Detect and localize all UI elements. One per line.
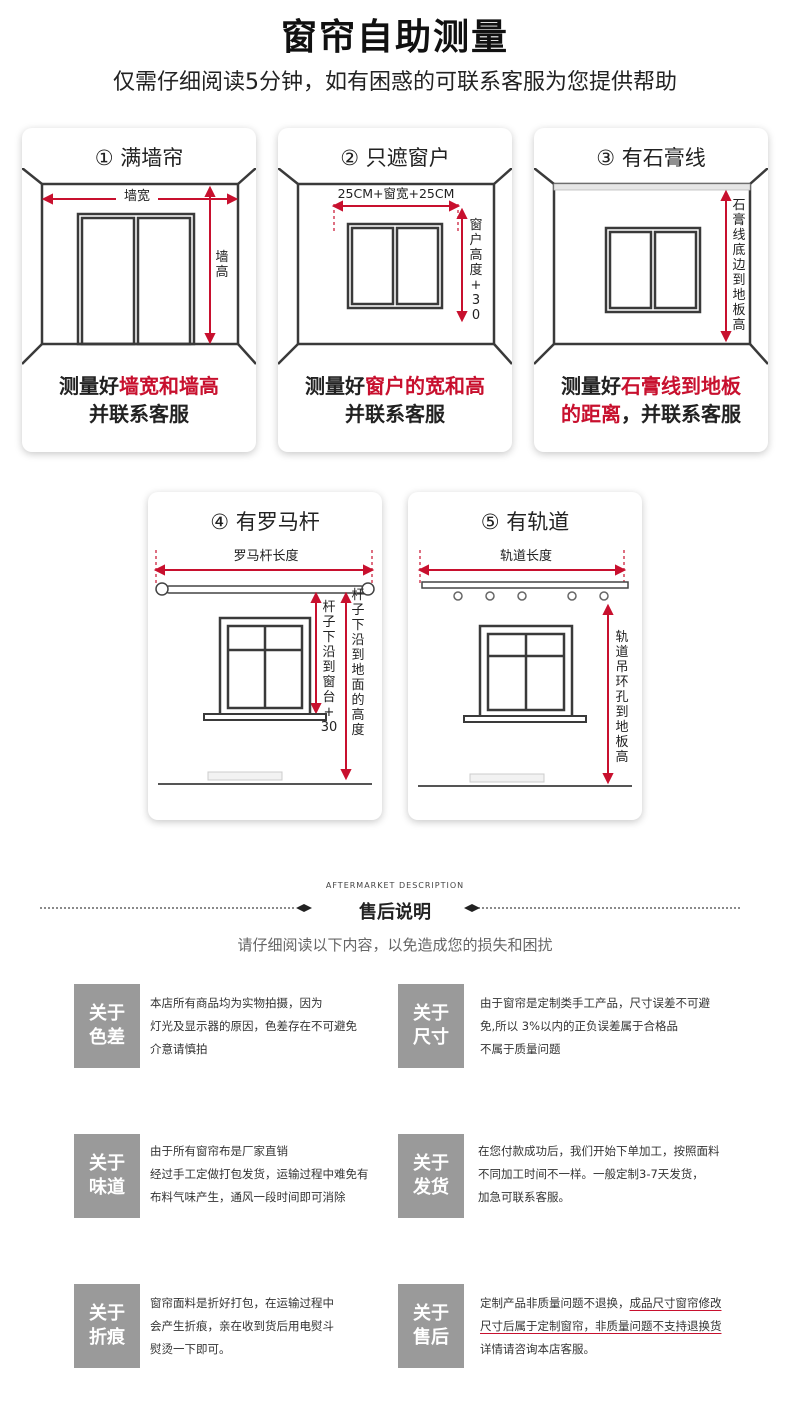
note-shipping: 在您付款成功后，我们开始下单加工，按照面料 不同加工时间不一样。一般定制3-7天… (478, 1140, 720, 1209)
note-line: 免,所以 3%以内的正负误差属于合格品 (480, 1019, 679, 1033)
window-width-label: 25CM+窗宽+25CM (338, 186, 455, 201)
card-caption: 测量好墙宽和墙高 并联系客服 (22, 372, 256, 428)
card-window-only: ② 只遮窗户 25CM+窗宽+25CM 窗户高度+ (278, 128, 512, 452)
window-only-diagram: 25CM+窗宽+25CM (278, 168, 512, 365)
card-title: ③ 有石膏线 (596, 146, 706, 170)
track-height-label: 轨道吊环孔到地板高 (615, 630, 629, 765)
note-line: 灯光及显示器的原因，色差存在不可避免 (150, 1019, 357, 1033)
card-track: ⑤ 有轨道 轨道长度 (408, 492, 642, 820)
card-title: ① 满墙帘 (94, 146, 184, 170)
roman-rod (155, 582, 375, 596)
aftermarket-note: 请仔细阅读以下内容，以免造成您的损失和困扰 (237, 936, 553, 954)
caption-text: 并联系客服 (345, 402, 445, 426)
caption-text: ，并联系客服 (621, 402, 741, 426)
note-line: 本店所有商品均为实物拍摄，因为 (150, 996, 323, 1010)
note-line: 经过手工定做打包发货，运输过程中难免有 (150, 1167, 369, 1181)
caption-text: 测量好 (305, 374, 365, 398)
wall-width-label: 墙宽 (124, 188, 150, 204)
note-after-sales: 定制产品非质量问题不退换，成品尺寸窗帘修改 尺寸后属于定制窗帘，非质量问题不支持… (480, 1292, 722, 1361)
plaster-molding (553, 183, 751, 191)
tile-label: 关于 (89, 1003, 125, 1024)
tile-shipping: 关于 发货 (398, 1134, 464, 1218)
tile-label: 味道 (89, 1177, 125, 1198)
track-length-label: 轨道长度 (500, 548, 552, 564)
plaster-line-diagram (534, 168, 768, 365)
tile-label: 关于 (89, 1303, 125, 1324)
tile-after-sales: 关于 售后 (398, 1284, 464, 1368)
caption-text: 并联系客服 (89, 402, 189, 426)
tile-size: 关于 尺寸 (398, 984, 464, 1068)
caption-highlight: 窗户的宽和高 (365, 374, 485, 398)
tile-label: 关于 (413, 1153, 449, 1174)
caption-highlight: 石膏线到地板 (621, 374, 741, 398)
note-line: 不同加工时间不一样。一般定制3-7天发货， (478, 1167, 704, 1181)
note-line: 详情请咨询本店客服。 (480, 1342, 595, 1356)
note-line: 尺寸后属于定制窗帘，非质量问题不支持退换货 (480, 1315, 722, 1338)
caption-highlight: 墙宽和墙高 (119, 374, 219, 398)
caption-highlight: 的距离 (561, 402, 621, 426)
rod-to-floor-label: 杆子下沿到地面的高度 (351, 588, 365, 738)
note-text: 定制产品非质量问题不退换， (480, 1296, 630, 1310)
note-line: 布料气味产生，通风一段时间即可消除 (150, 1190, 346, 1204)
note-size: 由于窗帘是定制类手工产品，尺寸误差不可避 免,所以 3%以内的正负误差属于合格品… (480, 992, 710, 1061)
plaster-height-label: 石膏线底边到地板高 (732, 198, 746, 333)
note-line: 定制产品非质量问题不退换，成品尺寸窗帘修改 (480, 1292, 722, 1315)
track-diagram: 轨道长度 (417, 546, 632, 787)
page-subtitle: 仅需仔细阅读5分钟，如有困惑的可联系客服为您提供帮助 (113, 70, 677, 95)
page-title: 窗帘自助测量 (280, 17, 509, 58)
full-wall-diagram: 墙宽 (22, 168, 256, 365)
card-caption: 测量好窗户的宽和高 并联系客服 (278, 372, 512, 428)
card-title: ⑤ 有轨道 (480, 510, 570, 534)
card-roman-rod: ④ 有罗马杆 罗马杆长度 (148, 492, 382, 820)
note-line: 加急可联系客服。 (478, 1190, 570, 1204)
window-height-label: 窗户高度+30 (469, 218, 483, 323)
card-title: ② 只遮窗户 (340, 146, 450, 170)
card-caption: 测量好石膏线到地板 的距离，并联系客服 (534, 372, 768, 428)
note-creases: 窗帘面料是折好打包，在运输过程中 会产生折痕，亲在收到货后用电熨斗 熨烫一下即可… (150, 1292, 334, 1361)
tile-label: 售后 (413, 1327, 449, 1348)
tile-label: 折痕 (89, 1327, 125, 1348)
tile-label: 关于 (413, 1303, 449, 1324)
note-underlined: 成品尺寸窗帘修改 (629, 1296, 722, 1310)
tile-label: 关于 (413, 1003, 449, 1024)
note-line: 窗帘面料是折好打包，在运输过程中 (150, 1296, 334, 1310)
caption-text: 测量好 (59, 374, 119, 398)
card-full-wall: ① 满墙帘 墙宽 墙高 测量好墙宽和墙高 并联系客服 (22, 128, 256, 452)
aftermarket-heading-en: AFTERMARKET DESCRIPTION (325, 881, 465, 890)
note-line: 在您付款成功后，我们开始下单加工，按照面料 (478, 1144, 720, 1158)
roman-rod-diagram: 罗马杆长度 (153, 546, 375, 785)
section-divider (40, 904, 740, 912)
note-line: 会产生折痕，亲在收到货后用电熨斗 (150, 1319, 334, 1333)
tile-label: 尺寸 (413, 1027, 449, 1048)
rod-to-sill-label: 杆子下沿到窗台+30 (320, 600, 338, 735)
caption-text: 测量好 (561, 374, 621, 398)
tile-label: 关于 (89, 1153, 125, 1174)
note-line: 介意请慎拍 (150, 1042, 208, 1056)
wall-height-label: 墙高 (215, 250, 229, 280)
note-line: 熨烫一下即可。 (150, 1342, 231, 1356)
note-line: 不属于质量问题 (480, 1042, 561, 1056)
tile-color-difference: 关于 色差 (74, 984, 140, 1068)
tile-creases: 关于 折痕 (74, 1284, 140, 1368)
note-line: 由于窗帘是定制类手工产品，尺寸误差不可避 (480, 996, 710, 1010)
curtain-track (421, 581, 629, 601)
card-title: ④ 有罗马杆 (210, 510, 320, 534)
note-underlined: 尺寸后属于定制窗帘，非质量问题不支持退换货 (480, 1319, 722, 1333)
tile-label: 色差 (89, 1027, 125, 1048)
tile-label: 发货 (413, 1177, 449, 1198)
rod-length-label: 罗马杆长度 (233, 548, 298, 564)
note-color-difference: 本店所有商品均为实物拍摄，因为 灯光及显示器的原因，色差存在不可避免 介意请慎拍 (150, 992, 357, 1061)
aftermarket-heading: 售后说明 (359, 902, 431, 923)
note-smell: 由于所有窗帘布是厂家直销 经过手工定做打包发货，运输过程中难免有 布料气味产生，… (150, 1140, 369, 1209)
tile-smell: 关于 味道 (74, 1134, 140, 1218)
card-plaster-line: ③ 有石膏线 石膏线底边到地板高 测量好石膏线到地板 的距离，并联系客服 (534, 128, 768, 452)
note-line: 由于所有窗帘布是厂家直销 (150, 1144, 288, 1158)
